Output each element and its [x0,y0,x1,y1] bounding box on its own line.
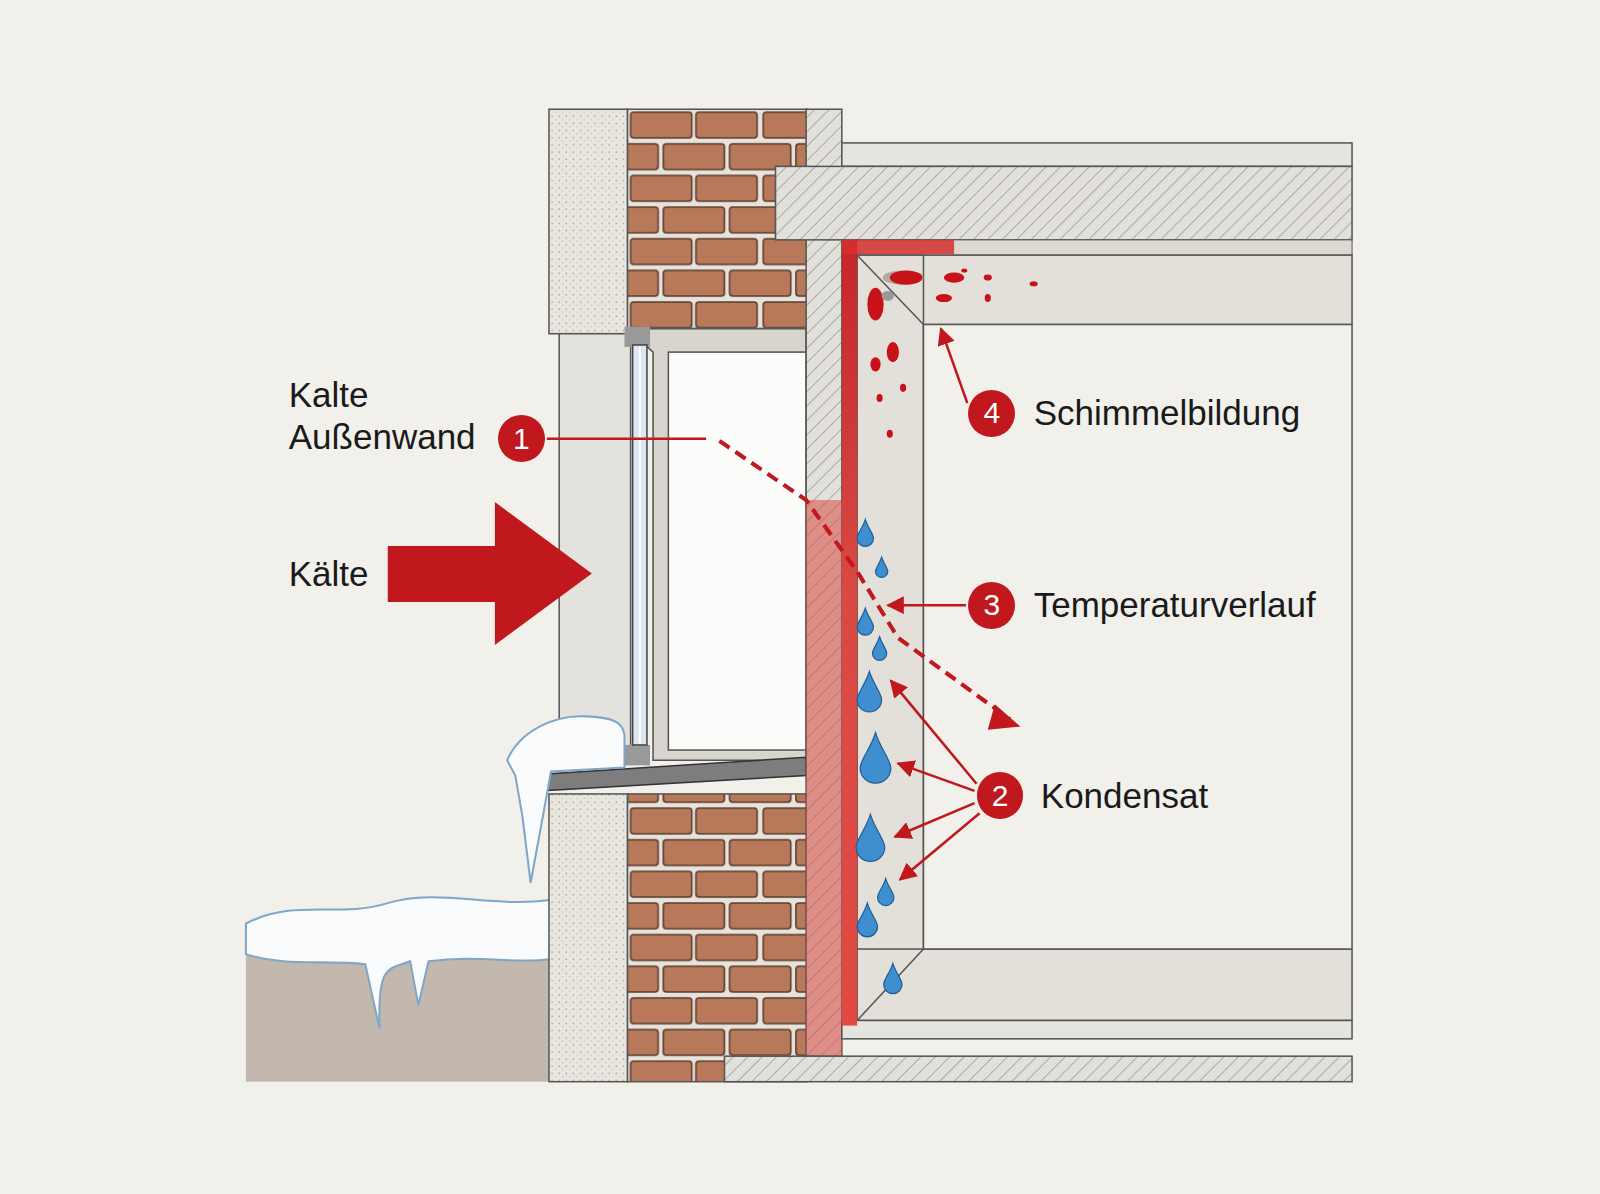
water-drop [857,903,877,937]
water-drop [856,814,885,861]
callout-label: Temperaturverlauf [1034,584,1316,626]
leader-lines [546,329,980,880]
water-drop [857,608,873,635]
water-drop [884,963,902,993]
callout-label: Kälte [289,553,369,595]
callout-number: 1 [513,422,530,456]
callout-circle: 4 [968,390,1015,437]
water-drop [878,879,894,906]
water-drops [856,519,902,993]
callout-label: Schimmelbildung [1034,392,1301,434]
callout-label: Kondensat [1041,775,1208,817]
water-drop [857,519,873,546]
cold-arrow [388,502,592,645]
water-drop [860,733,891,784]
callout-number: 2 [992,779,1009,813]
mould-spots [867,268,1037,437]
water-drop [876,557,888,577]
callout-number: 3 [983,588,1000,622]
callout-number: 4 [983,396,1000,430]
callout-label: Kalte Außenwand [289,374,493,458]
callout-circle: 3 [968,582,1015,629]
water-drop [857,671,881,711]
water-drop [872,637,886,661]
callout-circle: 1 [498,415,545,462]
temperature-curve [719,441,1010,720]
